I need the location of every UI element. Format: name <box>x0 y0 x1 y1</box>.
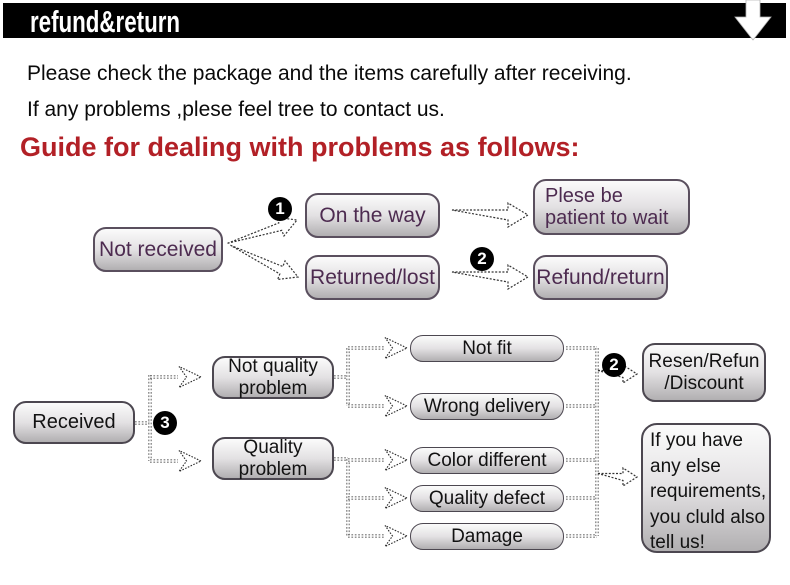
node-returned-lost: Returned/lost <box>305 255 440 300</box>
badge-2b: 2 <box>602 353 626 377</box>
node-received: Received <box>13 401 135 444</box>
banner-title: refund&return <box>30 4 181 39</box>
section-heading: Guide for dealing with problems as follo… <box>20 132 580 162</box>
node-not-received: Not received <box>93 227 223 272</box>
intro-line-1: Please check the package and the items c… <box>27 62 632 85</box>
node-note-any-else-requirements: If you have any else requirements, you c… <box>641 423 771 553</box>
badge-3: 3 <box>153 411 177 435</box>
banner: refund&return <box>3 3 786 39</box>
node-not-fit: Not fit <box>410 335 564 362</box>
node-resend-refund-discount: Resen/Refun /Discount <box>642 343 766 402</box>
node-quality-problem: Quality problem <box>212 437 334 480</box>
badge-1: 1 <box>268 197 292 221</box>
badge-2: 2 <box>470 247 494 271</box>
node-not-quality-problem: Not quality problem <box>212 356 334 399</box>
node-wrong-delivery: Wrong delivery <box>410 393 564 420</box>
node-damage: Damage <box>410 523 564 550</box>
node-color-different: Color different <box>410 447 564 474</box>
node-please-be-patient: Plese be patient to wait <box>533 179 690 235</box>
node-quality-defect: Quality defect <box>410 485 564 512</box>
node-refund-return: Refund/return <box>533 255 668 300</box>
node-on-the-way: On the way <box>305 193 440 238</box>
down-arrow-icon <box>734 0 772 41</box>
intro-line-2: If any problems ,plese feel tree to cont… <box>27 98 445 121</box>
